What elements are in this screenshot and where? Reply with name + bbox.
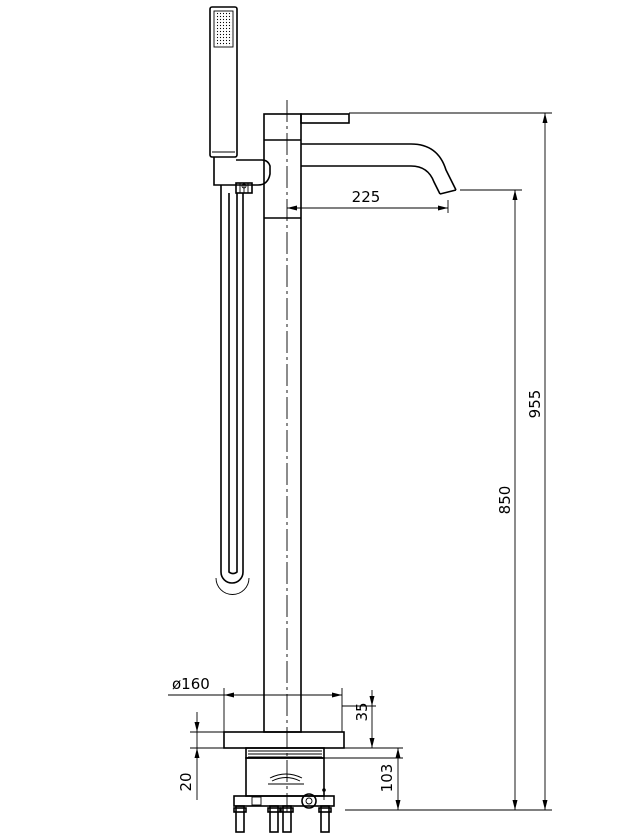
dim-plinth-height-label: 35 xyxy=(353,702,371,721)
hand-shower-face xyxy=(213,10,234,48)
hand-shower-body xyxy=(209,6,238,158)
dim-spout-height-label: 850 xyxy=(496,486,514,515)
lever-handle-bar xyxy=(300,113,350,124)
dim-body-height-label: 103 xyxy=(378,764,396,793)
dim-spout-reach: 225 xyxy=(287,188,449,213)
dim-floor-offset: 20 xyxy=(177,712,224,800)
lever-handle xyxy=(300,113,350,124)
shower-holder xyxy=(213,157,271,194)
concealed-body xyxy=(233,757,335,833)
valve-icon xyxy=(301,793,317,809)
base-plinth xyxy=(223,731,345,759)
shower-hose xyxy=(215,185,250,595)
base-plate xyxy=(223,731,345,749)
dim-total-height: 955 xyxy=(526,113,548,810)
dim-floor-offset-label: 20 xyxy=(177,772,195,791)
dim-total-height-label: 955 xyxy=(526,390,544,419)
dim-base-diameter: ø160 xyxy=(168,675,343,732)
dim-spout-reach-label: 225 xyxy=(352,188,381,206)
dim-base-diameter-label: ø160 xyxy=(172,675,210,693)
hand-shower-nozzles-icon xyxy=(215,12,232,46)
hand-shower xyxy=(209,6,238,158)
concealed-body-box xyxy=(245,757,325,797)
fixing-legs xyxy=(233,805,332,833)
dim-body-height: 103 xyxy=(324,748,403,810)
spout xyxy=(301,143,457,195)
dim-spout-height: 850 xyxy=(496,190,518,810)
dim-plinth-height: 35 xyxy=(342,690,403,749)
